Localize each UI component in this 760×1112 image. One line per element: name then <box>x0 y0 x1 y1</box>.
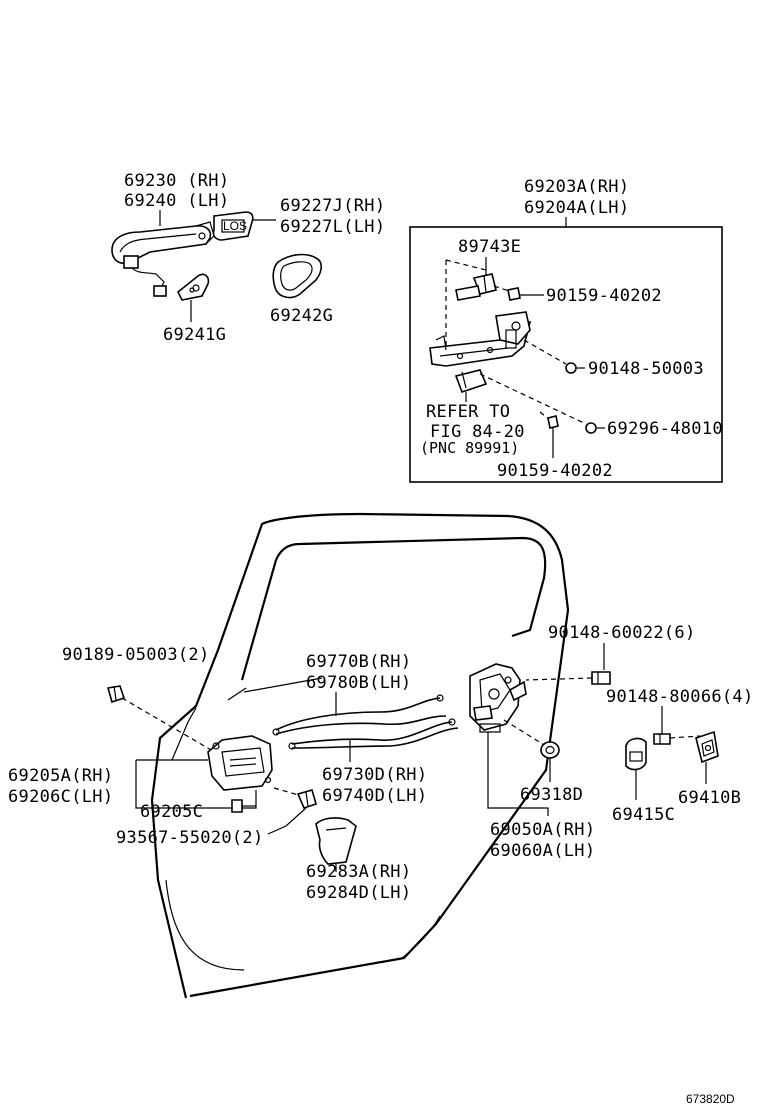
part-label-69242g[interactable]: 69242G <box>270 306 333 326</box>
part-label-90189-05003[interactable]: 90189-05003(2) <box>62 645 210 665</box>
inside-handle-69205a-drawing <box>207 735 273 791</box>
part-label-69227j[interactable]: 69227J(RH) <box>280 196 385 216</box>
part-label-90148-50003[interactable]: 90148-50003 <box>588 359 704 379</box>
part-label-69227l[interactable]: 69227L(LH) <box>280 217 385 237</box>
cover-69283a-drawing <box>315 817 357 865</box>
screw-90189-drawing <box>106 685 126 704</box>
lower-lock-assembly-group: 90148-60022(6) 90189-05003(2) 69770B(RH)… <box>8 623 754 903</box>
dashed-leader <box>445 259 487 271</box>
part-label-93567[interactable]: 93567-55020(2) <box>116 828 264 848</box>
handle-frame-assembly-box-group: 69203A(RH) 69204A(LH) 89743E 90159-40202 <box>409 177 723 483</box>
assembly-boundary-box <box>409 226 723 483</box>
part-label-69410b[interactable]: 69410B <box>678 788 741 808</box>
sensor-89743e-drawing <box>455 273 497 301</box>
screw-90148-50003-drawing <box>565 362 585 374</box>
handle-gasket-69242g-drawing <box>272 253 323 299</box>
screw-90148-60022-drawing <box>591 671 611 685</box>
pnc-reference-text[interactable]: (PNC 89991) <box>420 439 519 457</box>
leader-bracket <box>487 732 549 816</box>
part-label-90159-bottom[interactable]: 90159-40202 <box>497 461 613 481</box>
part-label-69415c[interactable]: 69415C <box>612 805 675 825</box>
screw-90148-80066-drawing <box>653 733 671 745</box>
cover-marking-text: LOS <box>223 219 247 233</box>
screw-69296-drawing <box>585 422 605 434</box>
screw-93567-drawing <box>296 789 317 809</box>
dashed-leader <box>121 697 219 755</box>
handle-frame-drawing <box>429 311 531 367</box>
part-label-69203a[interactable]: 69203A(RH) <box>524 177 629 197</box>
part-label-90159-top[interactable]: 90159-40202 <box>546 286 662 306</box>
dashed-leader <box>525 677 593 681</box>
part-label-69060a[interactable]: 69060A(LH) <box>490 841 595 861</box>
part-label-90148-80066[interactable]: 90148-80066(4) <box>606 687 754 707</box>
seal-69318d-drawing <box>540 741 560 759</box>
part-label-69284d[interactable]: 69284D(LH) <box>306 883 411 903</box>
part-label-89743e[interactable]: 89743E <box>458 237 521 257</box>
outside-handle-group: 69230 (RH) 69240 (LH) 69241G LOS 69 <box>111 171 385 345</box>
part-label-69730d[interactable]: 69730D(RH) <box>322 765 427 785</box>
outside-door-handle-drawing <box>111 221 215 297</box>
diagram-id-text: 673820D <box>686 1092 735 1106</box>
rear-door-outline <box>150 512 570 999</box>
handle-pad-69241g-drawing <box>176 273 210 301</box>
dashed-leader <box>503 719 547 747</box>
lock-cables-drawing <box>272 694 459 750</box>
part-label-69205a[interactable]: 69205A(RH) <box>8 766 113 786</box>
screw-90159-bottom-drawing <box>539 411 559 458</box>
part-label-69205c[interactable]: 69205C <box>140 802 203 822</box>
part-label-69318d[interactable]: 69318D <box>520 785 583 805</box>
part-label-69241g[interactable]: 69241G <box>163 325 226 345</box>
leader-line <box>267 807 307 835</box>
figure-reference-text[interactable]: FIG 84-20 <box>430 422 525 442</box>
part-label-69240[interactable]: 69240 (LH) <box>124 191 229 211</box>
cylinder-bracket-drawing <box>454 369 587 425</box>
leader-bracket <box>135 760 257 809</box>
handle-cover-69227j-drawing: LOS <box>212 211 254 241</box>
part-label-69050a[interactable]: 69050A(RH) <box>490 820 595 840</box>
screw-90159-top-drawing <box>493 285 544 301</box>
part-label-90148-60022[interactable]: 90148-60022(6) <box>548 623 696 643</box>
shim-69415c-drawing <box>625 737 647 771</box>
striker-69410b-drawing <box>695 730 719 764</box>
door-lock-69050a-drawing <box>469 663 527 733</box>
part-label-69204a[interactable]: 69204A(LH) <box>524 198 629 218</box>
dashed-leader <box>523 339 567 365</box>
part-label-69780b[interactable]: 69780B(LH) <box>306 673 411 693</box>
refer-to-text[interactable]: REFER TO <box>426 402 510 422</box>
screw-69205c-drawing <box>231 799 256 813</box>
part-label-69283a[interactable]: 69283A(RH) <box>306 862 411 882</box>
part-label-69206c[interactable]: 69206C(LH) <box>8 787 113 807</box>
dashed-leader <box>273 787 303 797</box>
part-label-69740d[interactable]: 69740D(LH) <box>322 786 427 806</box>
part-label-69770b[interactable]: 69770B(RH) <box>306 652 411 672</box>
part-label-69230[interactable]: 69230 (RH) <box>124 171 229 191</box>
part-label-69296-48010[interactable]: 69296-48010 <box>607 419 723 439</box>
